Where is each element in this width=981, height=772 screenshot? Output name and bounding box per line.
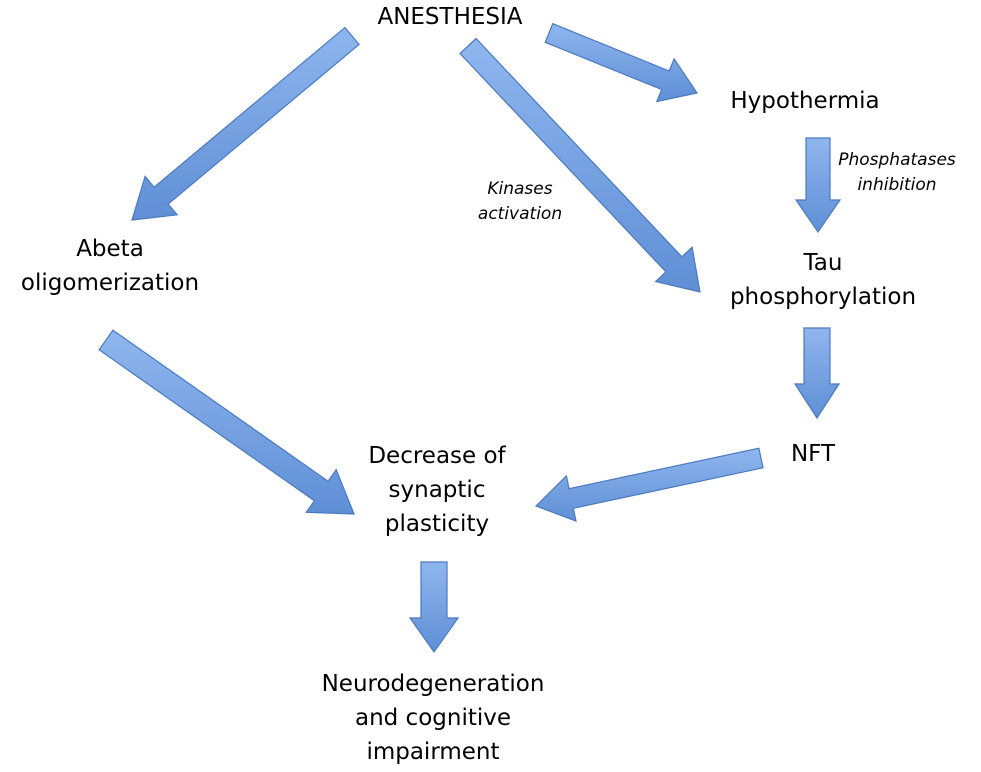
arrow-synaptic-to-neuro	[408, 561, 460, 654]
node-synaptic-line-3: plasticity	[384, 511, 490, 537]
arrow-anesthesia-to-hypothermia	[544, 22, 698, 103]
edge-label-kinases-line-1: Kinases	[487, 179, 553, 199]
node-hypothermia: Hypothermia	[730, 84, 879, 118]
node-neuro-line-1: Neurodegeneration	[321, 671, 545, 697]
node-abeta-line-2: oligomerization	[20, 270, 200, 296]
edge-label-phosphatases: Phosphatases inhibition	[838, 148, 956, 198]
edge-label-phosphatases-line-2: inhibition	[857, 175, 937, 195]
node-anesthesia: ANESTHESIA	[377, 0, 522, 34]
node-neuro: Neurodegeneration and cognitive impairme…	[322, 667, 545, 769]
node-neuro-line-2: and cognitive	[354, 705, 512, 731]
arrow-tau-to-nft	[793, 327, 841, 420]
arrow-anesthesia-to-tau	[459, 37, 701, 293]
arrow-abeta-to-synaptic	[98, 329, 355, 515]
edge-label-phosphatases-line-1: Phosphatases	[838, 150, 956, 170]
node-abeta-line-1: Abeta	[76, 236, 144, 262]
node-abeta: Abeta oligomerization	[21, 232, 199, 300]
arrow-anesthesia-to-abeta	[131, 26, 360, 221]
node-tau-line-2: phosphorylation	[729, 284, 917, 310]
node-synaptic: Decrease of synaptic plasticity	[368, 439, 505, 541]
edge-label-kinases: Kinases activation	[478, 177, 562, 227]
node-nft-line-1: NFT	[790, 441, 836, 467]
node-nft: NFT	[791, 437, 835, 471]
node-synaptic-line-1: Decrease of	[368, 443, 506, 469]
node-tau: Tau phosphorylation	[730, 246, 916, 314]
node-tau-line-1: Tau	[803, 250, 843, 276]
node-synaptic-line-2: synaptic	[388, 477, 486, 503]
node-hypothermia-line-1: Hypothermia	[730, 88, 880, 114]
edge-label-kinases-line-2: activation	[477, 204, 563, 224]
arrow-hypothermia-to-tau	[794, 137, 842, 234]
arrow-nft-to-synaptic	[534, 447, 764, 522]
node-neuro-line-3: impairment	[366, 739, 500, 765]
node-anesthesia-line-1: ANESTHESIA	[377, 4, 523, 30]
